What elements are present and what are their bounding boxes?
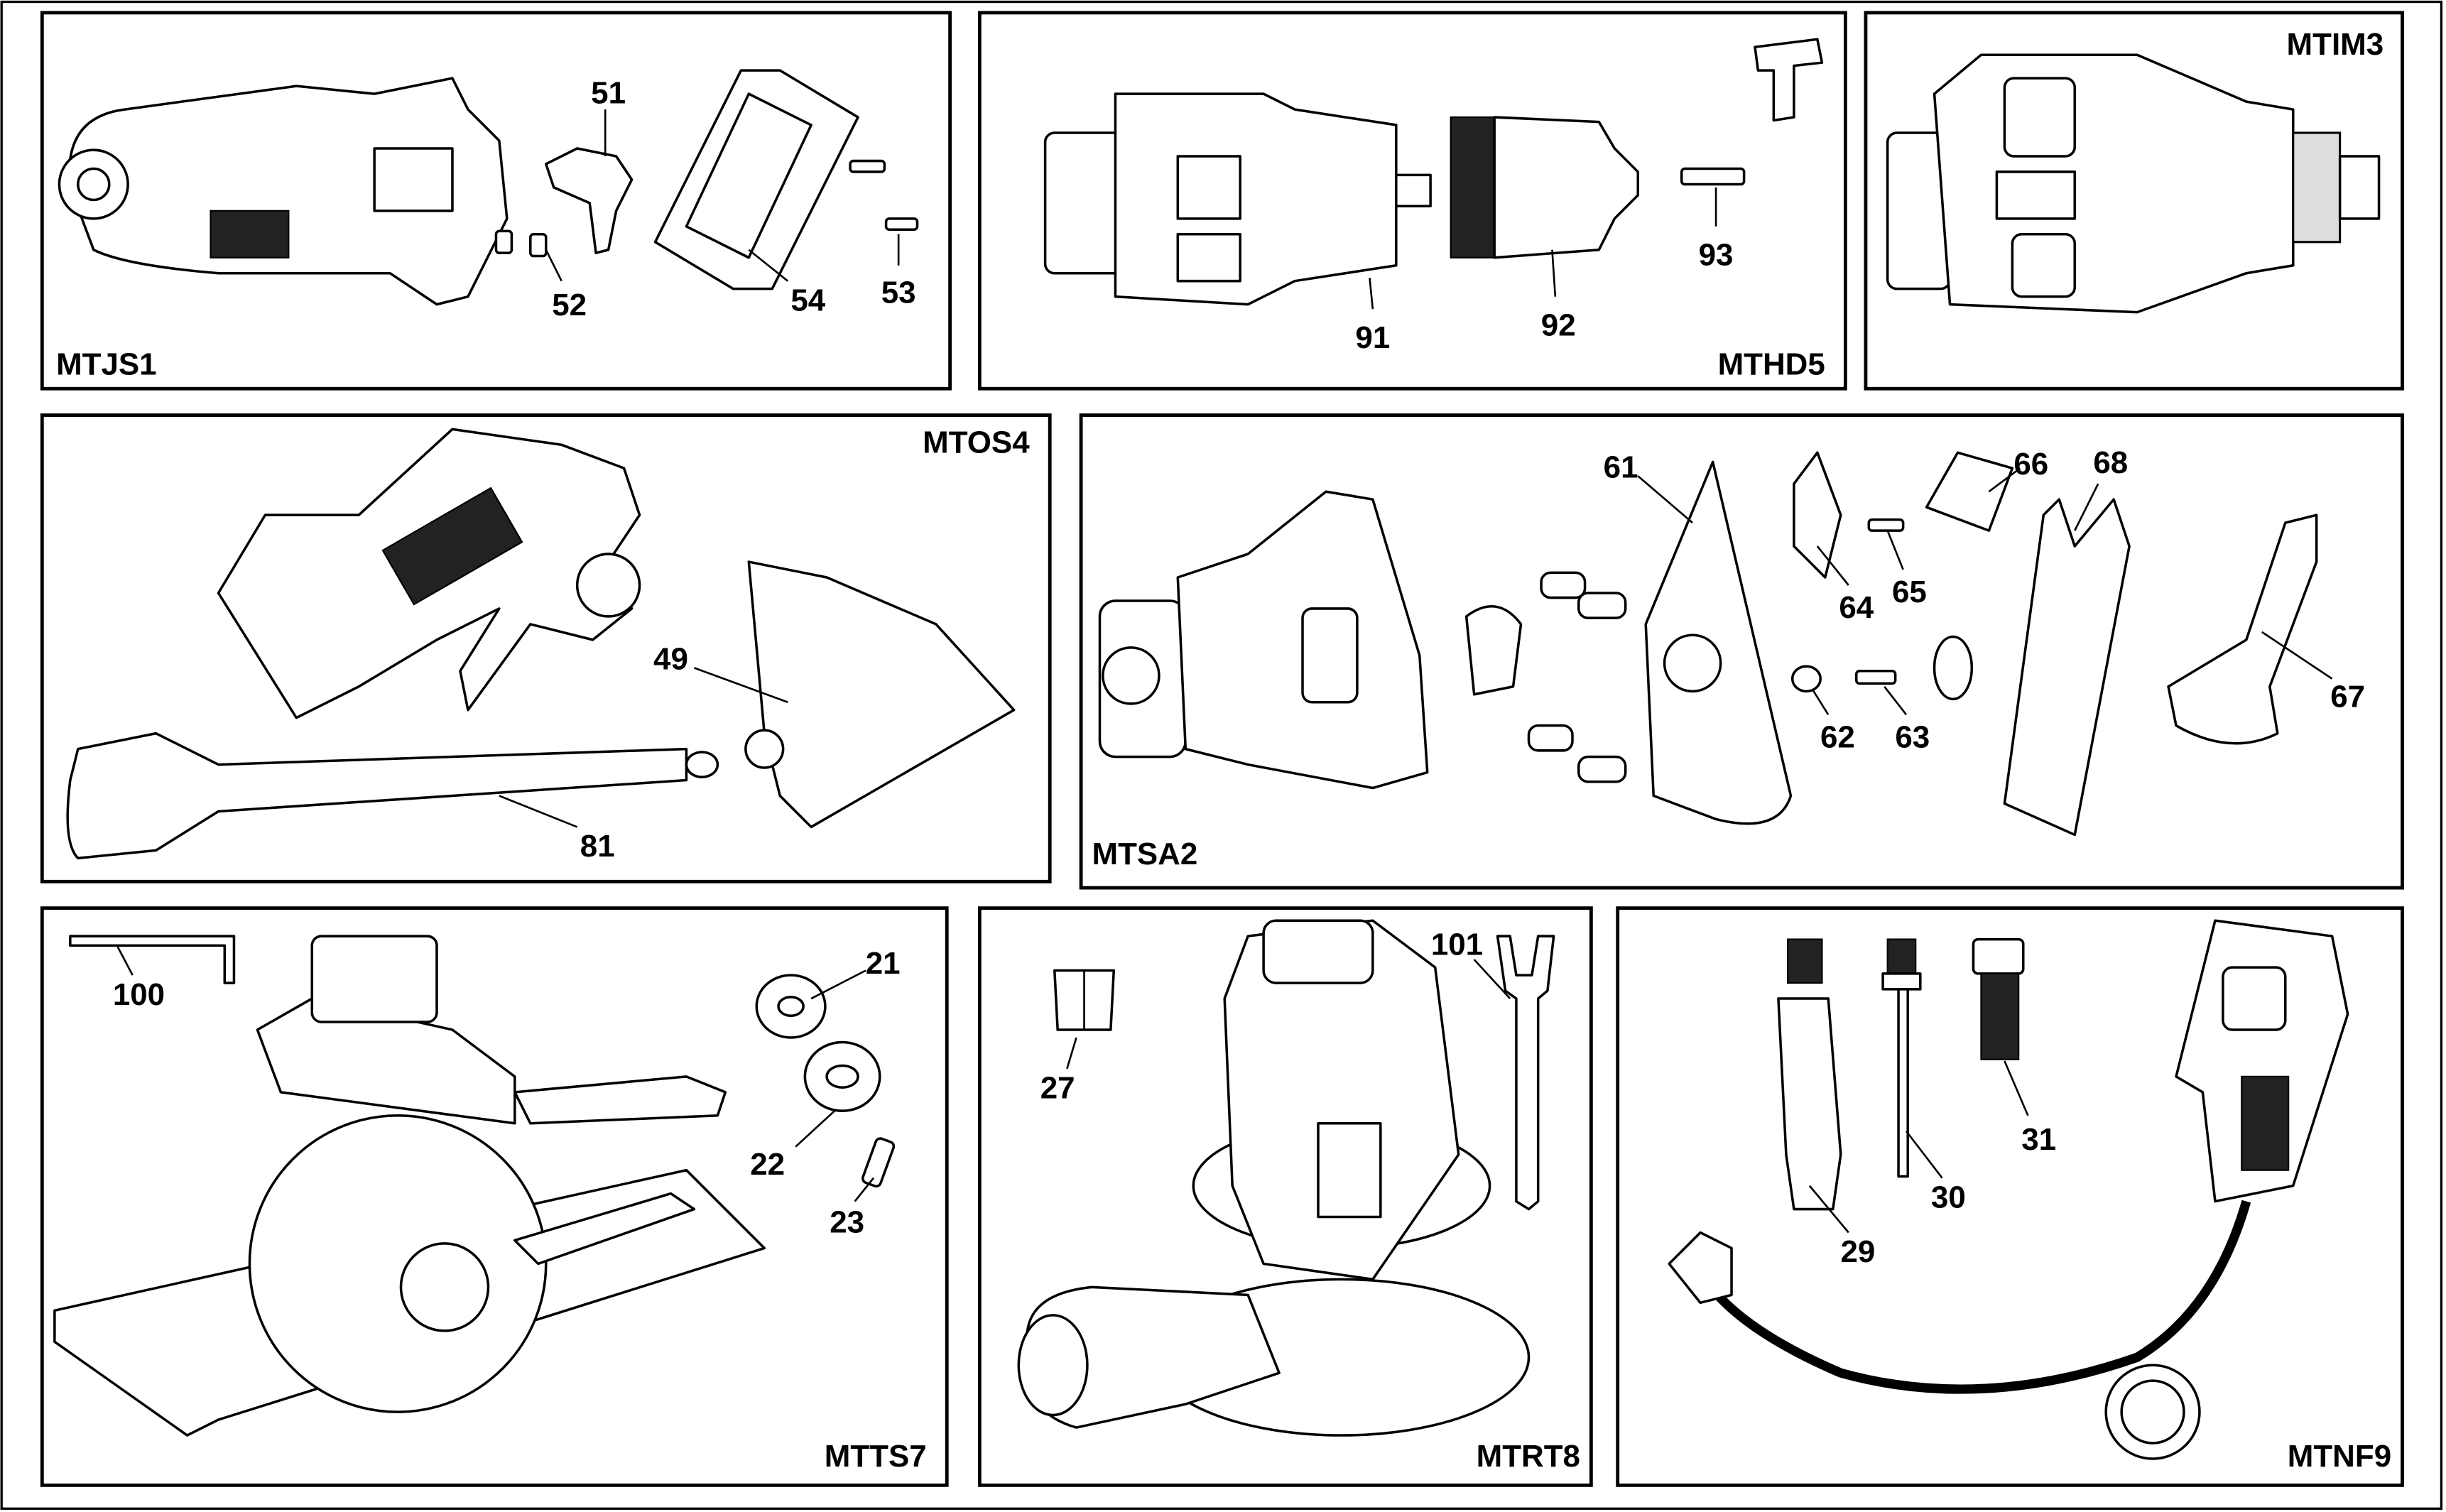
trim-saw-drawing [53,935,766,1437]
panel-mtos4: 49 81 MTOS4 [40,413,1052,883]
panel-title-mtim3: MTIM3 [2287,27,2384,62]
part-66-pad [1925,451,2014,532]
panel-mthd5: 91 92 93 MTHD5 [977,11,1847,391]
part-68-sanding-sheet [2003,498,2131,837]
panel-title-mtos4: MTOS4 [923,425,1030,459]
impact-head-drawing [1886,53,2381,314]
callout-67: 67 [2330,679,2365,714]
part-51-blade-clamp [544,147,634,254]
callout-91: 91 [1355,320,1390,355]
small-parts-cylinders [1464,571,1627,783]
part-81-dust-tube [66,731,719,860]
part-53-screws [849,159,919,231]
callout-62: 62 [1820,719,1855,754]
inflator-drawing [1668,919,2349,1460]
callout-68: 68 [2093,445,2128,480]
callout-21: 21 [866,946,901,981]
panel-mtrt8: 101 27 MTRT8 [977,906,1593,1487]
callout-64: 64 [1839,590,1874,625]
part-22-washer [803,1040,881,1112]
panel-title-mtts7: MTTS7 [825,1439,927,1474]
part-23-bolt [861,1137,896,1188]
callout-101: 101 [1431,928,1483,962]
oscillating-head-drawing [217,428,641,719]
callout-30: 30 [1931,1180,1966,1214]
part-52-screws [494,229,548,258]
sander-head-drawing [1098,490,1429,790]
callout-27: 27 [1040,1071,1075,1106]
callout-49: 49 [653,642,688,677]
callout-23: 23 [830,1205,864,1240]
callout-63: 63 [1895,719,1930,754]
ring-part [1933,635,1974,701]
part-27-collets [1053,969,1116,1031]
part-31-valve-adapter [1972,937,2025,1060]
part-62-washer [1790,665,1822,693]
rotary-tool-drawing [1017,919,1531,1437]
callout-92: 92 [1541,308,1576,343]
callout-29: 29 [1841,1234,1876,1269]
callout-81: 81 [580,829,615,864]
part-30-inflation-needle [1881,938,1922,1178]
callout-52: 52 [552,288,587,322]
panel-mtim3: MTIM3 [1864,11,2404,391]
callout-22: 22 [750,1147,785,1182]
part-21-flange [755,974,827,1039]
part-63-screw [1854,670,1897,685]
part-67-detail-finger [2167,513,2318,745]
callout-53: 53 [881,275,916,310]
callout-100: 100 [113,977,165,1012]
part-61-sander-base [1644,460,1793,825]
part-100-hex-key [69,935,236,984]
callout-65: 65 [1892,575,1927,609]
panel-title-mthd5: MTHD5 [1718,347,1825,381]
part-92-chuck [1450,116,1640,259]
panel-mtsa2: 61 66 68 64 65 62 63 67 MTSA2 [1079,413,2404,890]
part-93-screw [1680,167,1746,186]
callout-66: 66 [2013,447,2048,482]
hex-key-drawing [1754,38,1824,122]
panel-mtts7: 100 21 22 23 MTTS7 [40,906,949,1487]
panel-title-mtsa2: MTSA2 [1092,837,1198,871]
panel-title-mtnf9: MTNF9 [2288,1439,2391,1474]
drill-head-drawing [1043,92,1432,306]
part-64-clip [1793,451,1842,579]
callout-93: 93 [1699,238,1734,273]
part-54-shoe [653,69,859,290]
part-49-sanding-attachment [744,560,1016,829]
panel-title-mtrt8: MTRT8 [1477,1439,1580,1474]
part-29-needle-adapter [1777,938,1842,1211]
callout-54: 54 [790,283,825,317]
callout-31: 31 [2021,1122,2056,1157]
part-101-wrench [1496,935,1555,1211]
panel-mtnf9: 31 30 29 MTNF9 [1616,906,2404,1487]
callout-51: 51 [591,75,626,110]
callout-61: 61 [1604,450,1638,484]
panel-title-mtjs1: MTJS1 [56,347,157,381]
panel-mtjs1: 51 52 54 53 MTJS1 [40,11,952,391]
part-65-screw [1867,518,1905,532]
jigsaw-head-drawing [58,77,509,306]
